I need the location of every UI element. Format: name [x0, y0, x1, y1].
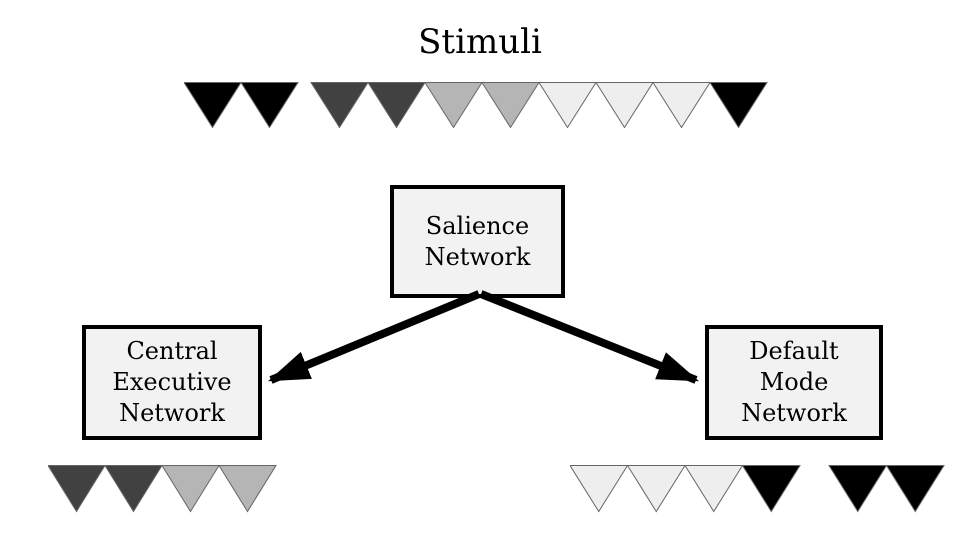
triangle-black	[828, 465, 888, 513]
salience-network-label: Salience Network	[424, 211, 531, 271]
triangle-light-gray	[595, 82, 654, 129]
triangle-black	[184, 82, 242, 129]
triangle-light-gray	[570, 465, 629, 513]
triangle-black	[885, 465, 945, 513]
triangle-medium-gray	[161, 465, 220, 513]
triangle-medium-gray	[424, 82, 483, 129]
arrow-salience-to-central-executive	[267, 290, 481, 384]
triangle-light-gray	[684, 465, 744, 513]
dmn-output-triangle-row	[570, 465, 945, 513]
central-executive-network-label: Central Executive Network	[112, 337, 232, 427]
node-default-mode-network: Default Mode Network	[705, 325, 883, 440]
triangle-black	[741, 465, 801, 513]
triangle-black	[240, 82, 299, 129]
default-mode-network-label: Default Mode Network	[741, 337, 847, 427]
triangle-light-gray	[538, 82, 597, 129]
triangle-dark-gray	[104, 465, 163, 513]
triangle-medium-gray	[481, 82, 540, 129]
stimuli-triangle-row	[184, 82, 768, 129]
arrow-salience-to-default-mode	[479, 290, 700, 384]
triangle-dark-gray	[367, 82, 426, 129]
triangle-dark-gray	[48, 465, 106, 513]
triangle-medium-gray	[218, 465, 277, 513]
triangle-black	[709, 82, 768, 129]
triangle-dark-gray	[310, 82, 369, 129]
diagram-title: Stimuli	[418, 22, 542, 62]
node-salience-network: Salience Network	[390, 185, 565, 298]
triangle-light-gray	[652, 82, 711, 129]
cen-output-triangle-row	[48, 465, 277, 513]
node-central-executive-network: Central Executive Network	[82, 325, 262, 440]
triangle-light-gray	[626, 465, 686, 513]
